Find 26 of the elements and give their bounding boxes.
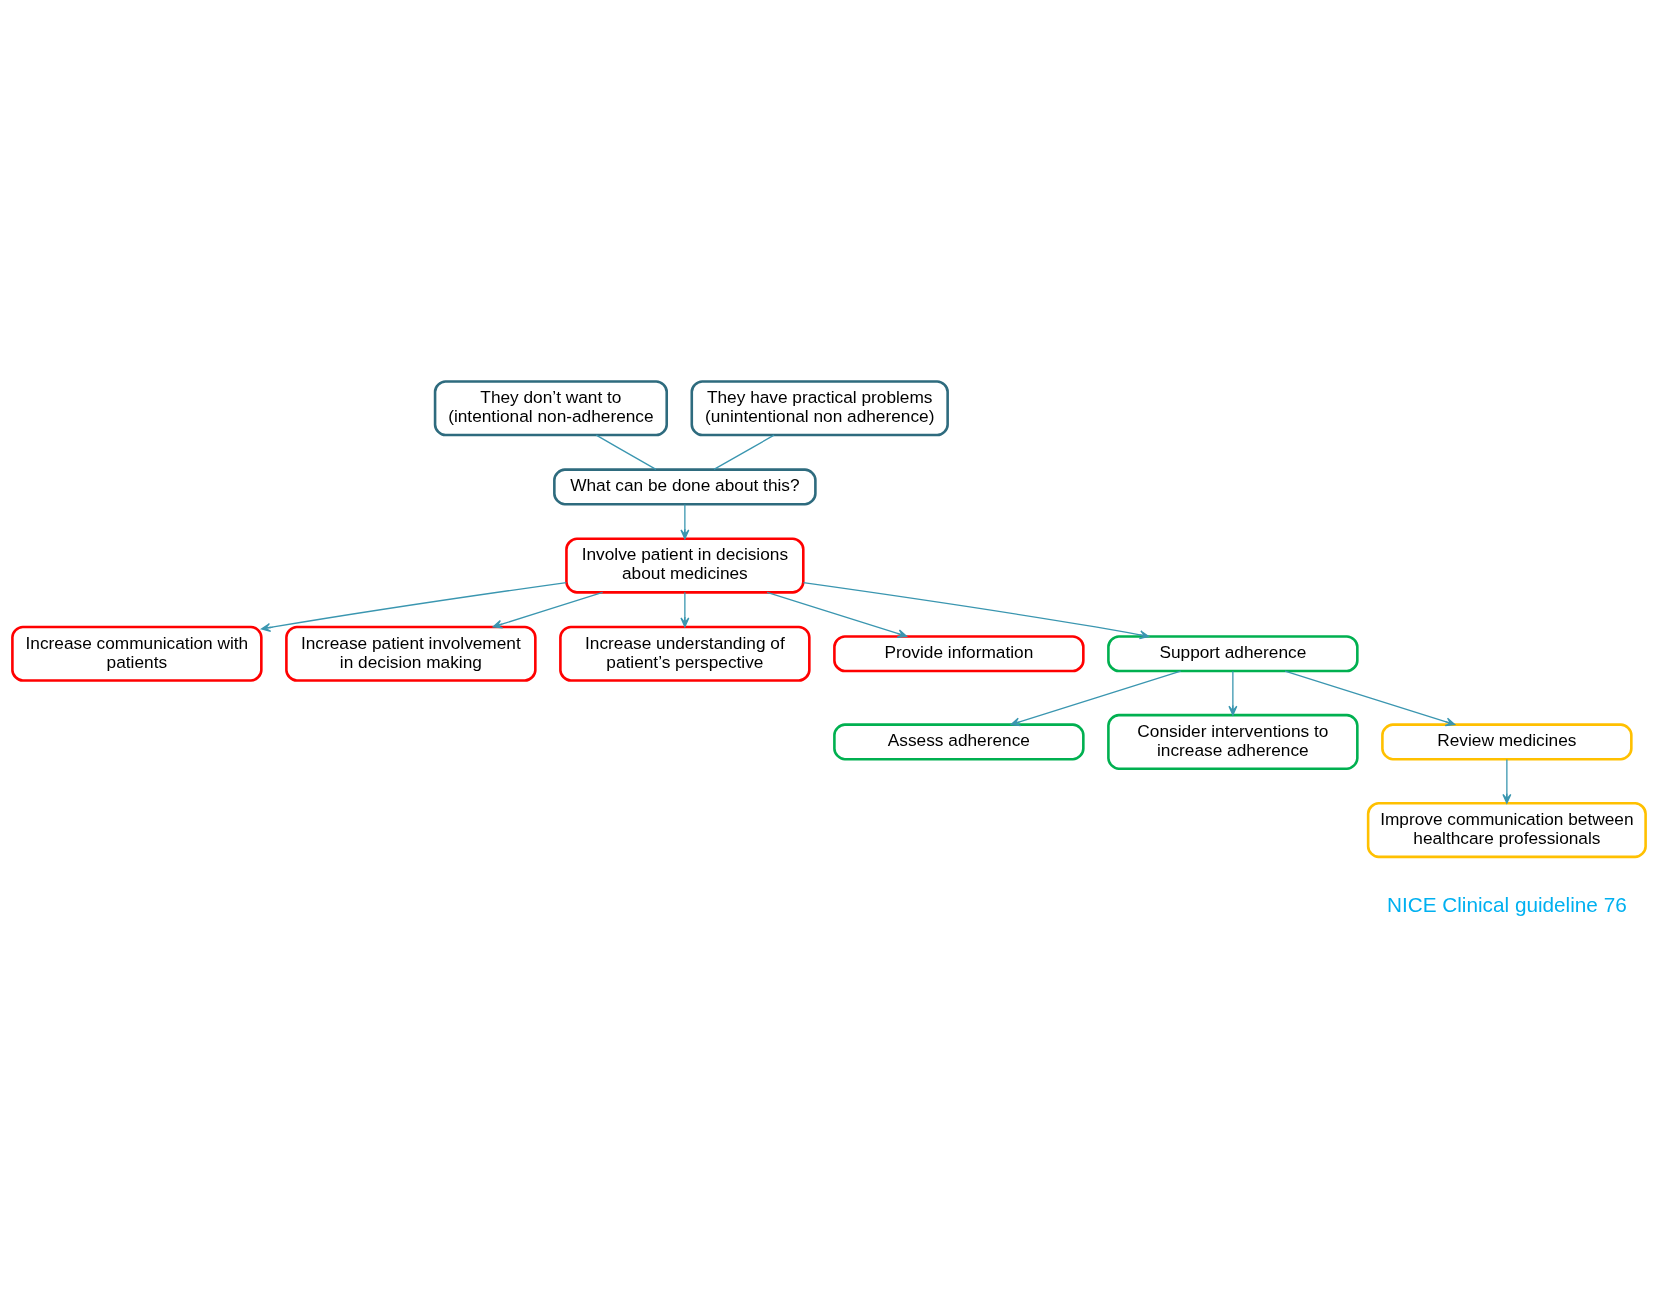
node-box: Increase communication with patients <box>11 625 263 682</box>
connector <box>713 434 775 470</box>
connector <box>595 434 657 470</box>
arrow <box>802 581 1150 639</box>
node-box: Increase understanding of patient’s perspective <box>559 625 811 682</box>
node-box: What can be done about this? <box>553 467 817 505</box>
label: NICE Clinical guideline 76 <box>1387 892 1627 916</box>
node-box: They have practical problems (unintentional non adherence) <box>690 379 949 436</box>
arrow <box>1228 670 1238 716</box>
arrow <box>1502 758 1512 804</box>
arrow <box>1010 669 1182 726</box>
node-box: Consider interventions to increase adherence <box>1107 713 1359 770</box>
arrow <box>1284 669 1456 726</box>
node-box: They don’t want to (intentional non-adherence <box>433 379 668 436</box>
node-box: Provide information <box>833 634 1085 672</box>
arrow <box>492 591 604 629</box>
node-box: Increase patient involvement in decision making <box>285 625 537 682</box>
arrow <box>680 591 690 627</box>
node-box: Support adherence <box>1107 634 1359 672</box>
node-box: Review medicines <box>1381 722 1633 760</box>
arrow <box>680 503 690 539</box>
arrow <box>260 581 567 632</box>
node-box: Improve communication between healthcare professionals <box>1366 801 1647 858</box>
node-box: Involve patient in decisions about medicines <box>565 536 805 594</box>
node-box: Assess adherence <box>833 722 1085 760</box>
arrow <box>766 591 908 638</box>
